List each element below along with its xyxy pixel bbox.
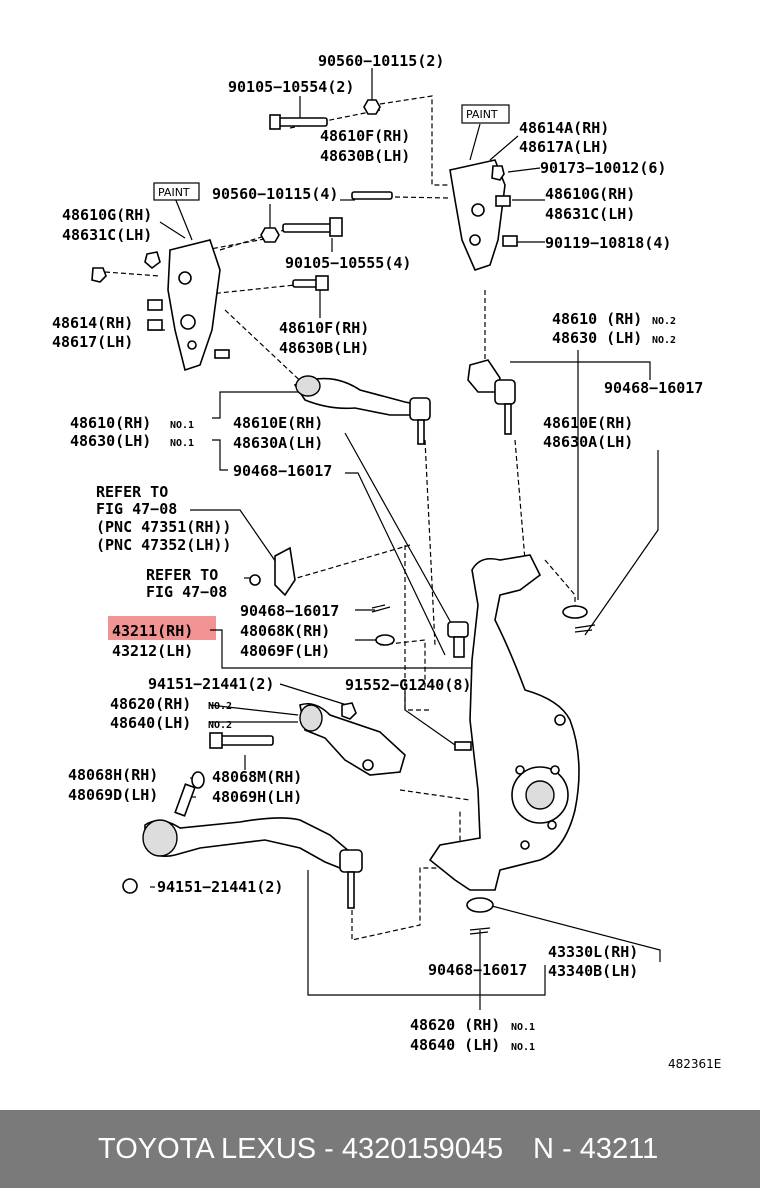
label: 90105−10555(4): [285, 254, 411, 272]
label-sub: NO.2: [208, 701, 232, 712]
label: 48640 (LH): [410, 1036, 500, 1054]
label: 48610E(RH): [233, 414, 323, 432]
parts-diagram: PAINT PAINT 90560−10115(2) 90105−10554(2…: [52, 52, 721, 1071]
label: 48631C(LH): [62, 226, 152, 244]
label: 48610F(RH): [320, 127, 410, 145]
label: 90105−10554(2): [228, 78, 354, 96]
label: 48640(LH): [110, 714, 191, 732]
label: 48630B(LH): [320, 147, 410, 165]
label: 48069H(LH): [212, 788, 302, 806]
label: 91552−G1240(8): [345, 676, 471, 694]
label: 43212(LH): [112, 642, 193, 660]
label: 48069F(LH): [240, 642, 330, 660]
label-highlighted: 43211(RH): [112, 622, 193, 640]
part-drawings: [91, 99, 596, 935]
highlight-box: [108, 616, 216, 640]
label: 90468−16017: [604, 379, 703, 397]
label: 48068M(RH): [212, 768, 302, 786]
label: 48630B(LH): [279, 339, 369, 357]
label: 48068H(RH): [68, 766, 158, 784]
label: FIG 47−08: [96, 500, 177, 518]
label: 48630A(LH): [543, 433, 633, 451]
paint-tag-right: [461, 104, 510, 124]
paint-tag-right-label: PAINT: [466, 108, 498, 121]
label: 48617A(LH): [519, 138, 609, 156]
label: FIG 47−08: [146, 583, 227, 601]
label: 48614A(RH): [519, 119, 609, 137]
label-sub: NO.1: [170, 438, 194, 449]
part-number-labels: 90560−10115(2) 90105−10554(2) 48614A(RH)…: [52, 52, 721, 1071]
label: 90468−16017: [233, 462, 332, 480]
label: 90560−10115(2): [318, 52, 444, 70]
label: 48610G(RH): [545, 185, 635, 203]
label-sub: NO.1: [511, 1022, 535, 1033]
label-sub: NO.1: [170, 420, 194, 431]
label: 48069D(LH): [68, 786, 158, 804]
label: 90173−10012(6): [540, 159, 666, 177]
label: 48620 (RH): [410, 1016, 500, 1034]
label: 48617(LH): [52, 333, 133, 351]
label: 94151−21441(2): [148, 675, 274, 693]
label: 43340B(LH): [548, 962, 638, 980]
footer-ref-number: N - 43211: [533, 1133, 659, 1165]
label: 48630A(LH): [233, 434, 323, 452]
footer-part-info: TOYOTA LEXUS - 4320159045: [98, 1133, 504, 1165]
paint-tag-left: [153, 182, 200, 201]
leader-lines: [104, 68, 661, 1010]
label: 48614(RH): [52, 314, 133, 332]
label: 48620(RH): [110, 695, 191, 713]
label-sub: NO.1: [511, 1042, 535, 1053]
label-sub: NO.2: [208, 720, 232, 731]
label: REFER TO: [96, 483, 168, 501]
label: 48610E(RH): [543, 414, 633, 432]
label: 48610 (RH): [552, 310, 642, 328]
label: (PNC 47351(RH)): [96, 518, 231, 536]
label: (PNC 47352(LH)): [96, 536, 231, 554]
label: 48610F(RH): [279, 319, 369, 337]
label: 48631C(LH): [545, 205, 635, 223]
label: 48068K(RH): [240, 622, 330, 640]
label: 48610G(RH): [62, 206, 152, 224]
label: 48610(RH): [70, 414, 151, 432]
label: REFER TO: [146, 566, 218, 584]
footer-bar: TOYOTA LEXUS - 4320159045 N - 43211: [0, 1110, 760, 1188]
label: 90468−16017: [428, 961, 527, 979]
label: 94151−21441(2): [157, 878, 283, 896]
label: 90468−16017: [240, 602, 339, 620]
paint-tag-left-label: PAINT: [158, 186, 190, 199]
label-sub: NO.2: [652, 316, 676, 327]
label-sub: NO.2: [652, 335, 676, 346]
label: 48630(LH): [70, 432, 151, 450]
label: 48630 (LH): [552, 329, 642, 347]
label: 90119−10818(4): [545, 234, 671, 252]
figure-code: 482361E: [668, 1057, 721, 1071]
label: 90560−10115(4): [212, 185, 338, 203]
label: 43330L(RH): [548, 943, 638, 961]
